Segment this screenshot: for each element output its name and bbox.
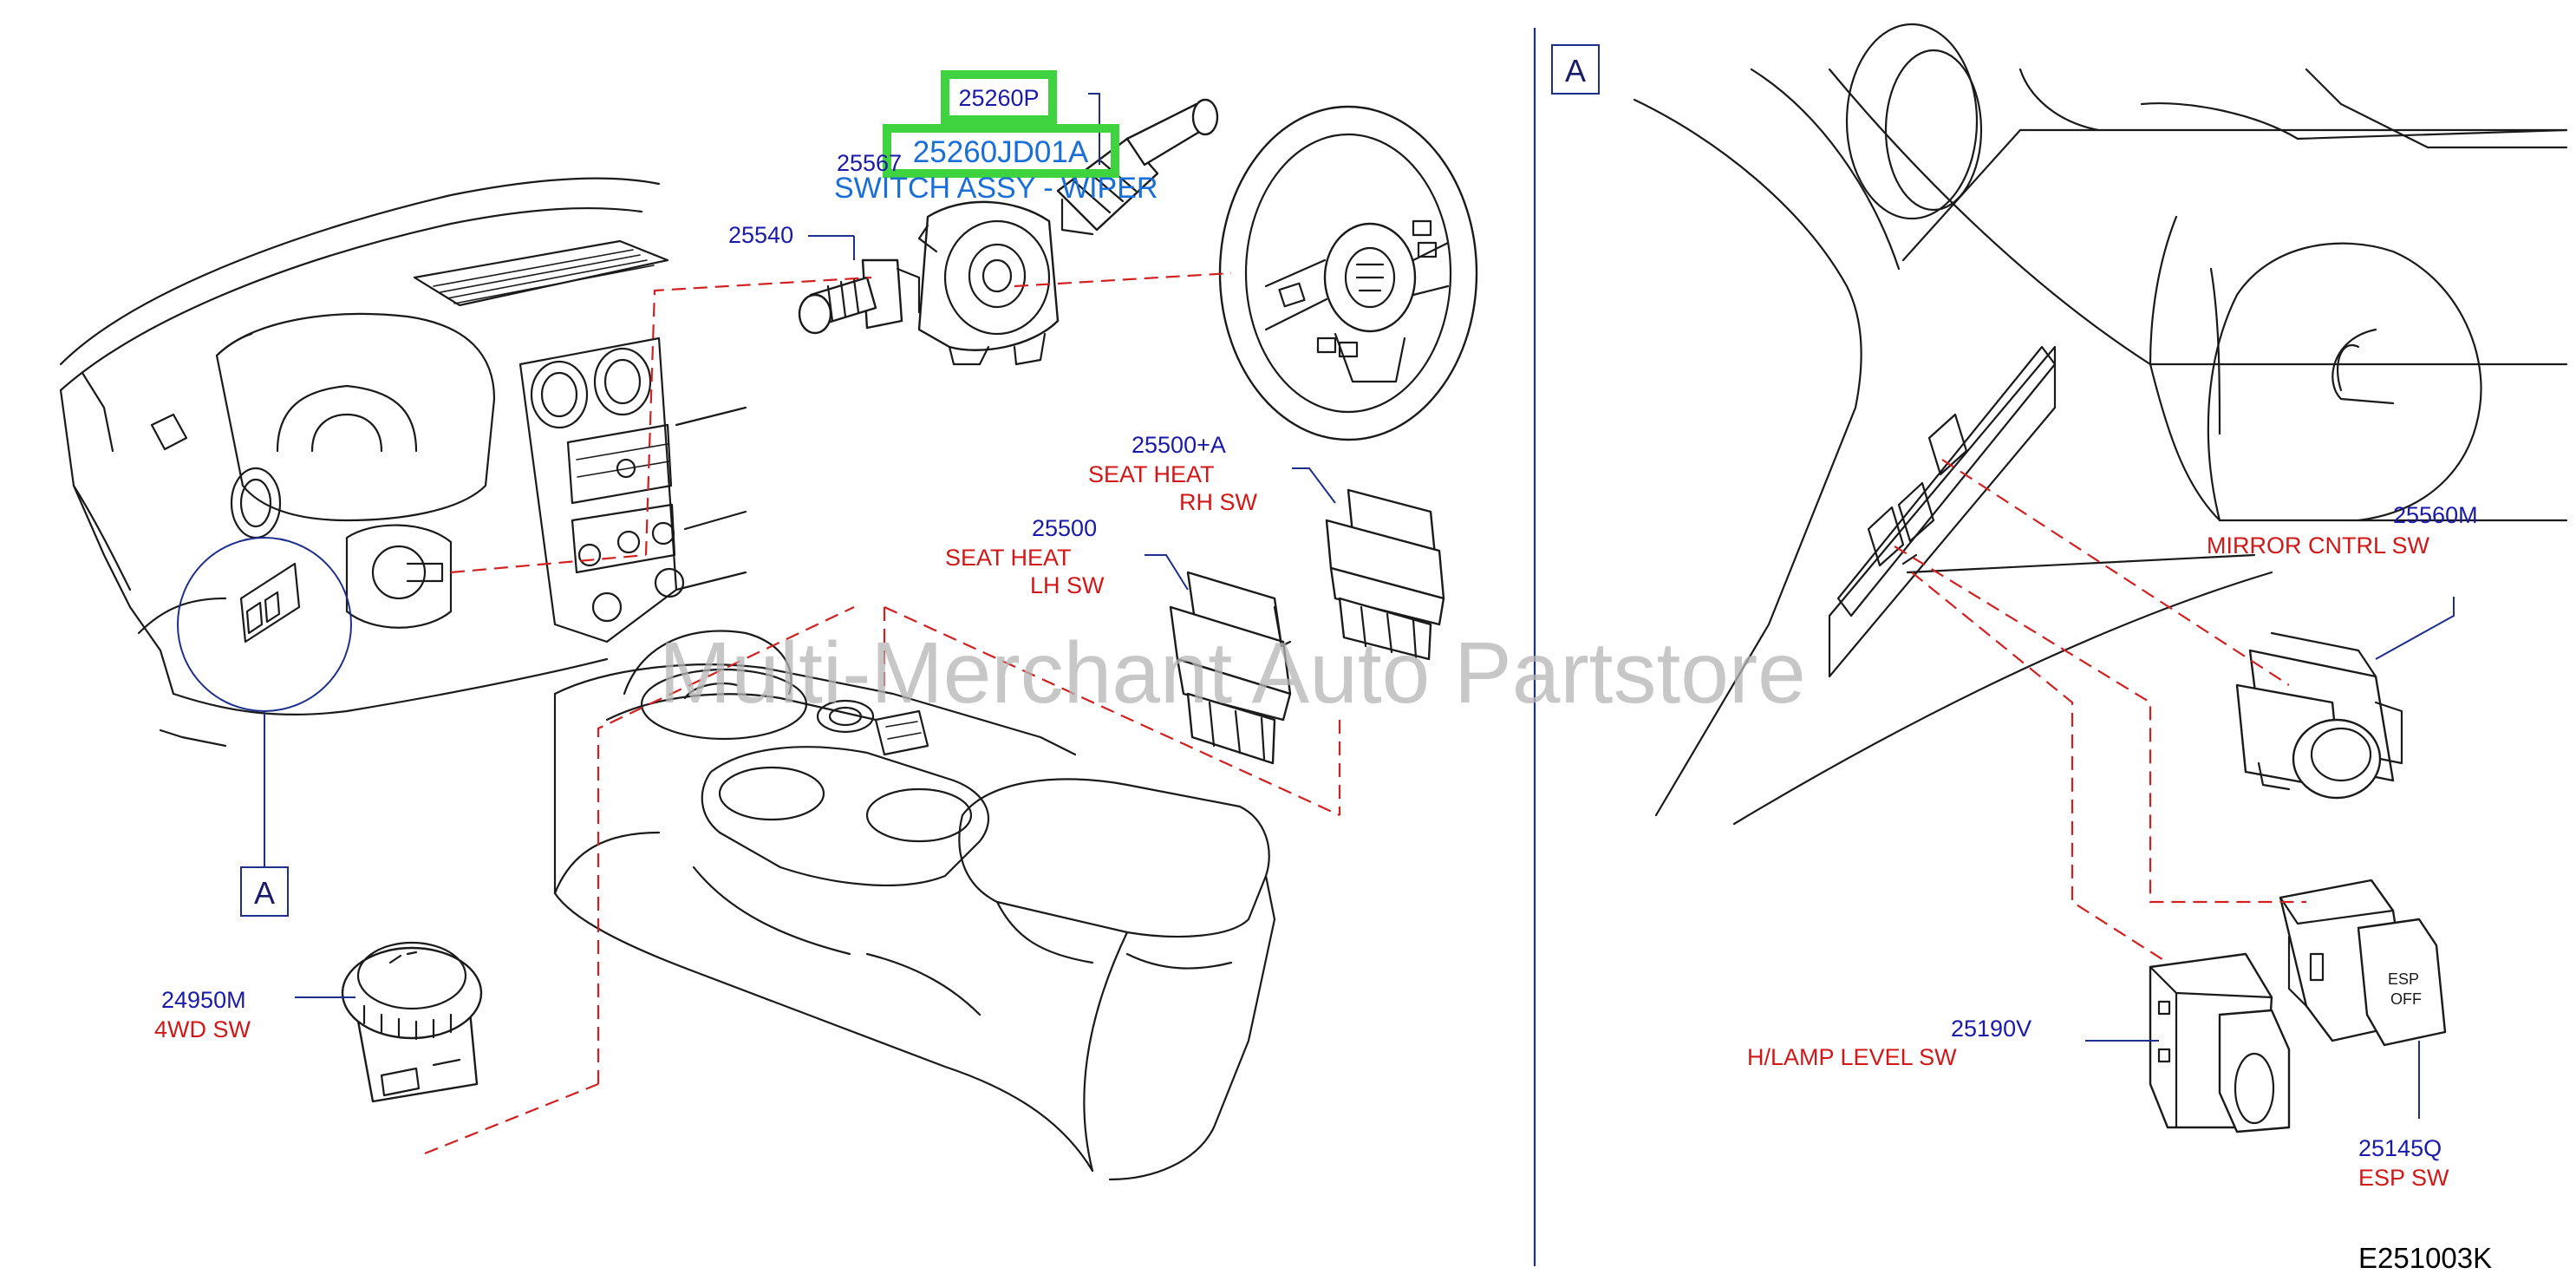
headlamp-level-switch <box>2149 952 2291 1133</box>
hlamp-level-sw-label: H/LAMP LEVEL SW <box>1747 1044 1957 1070</box>
switch-assy-wiper-label[interactable]: SWITCH ASSY - WIPER <box>834 172 1158 205</box>
spiral-cable-assy <box>917 200 1060 366</box>
diagram-code: E251003K <box>2358 1242 2492 1274</box>
4wd-sw-label: 4WD SW <box>154 1016 251 1042</box>
part-number-25260jd01a[interactable]: 25260JD01A <box>913 135 1089 169</box>
door-trim-illustration <box>1633 23 2568 826</box>
watermark: Multi-Merchant Auto Partstore <box>659 624 1806 722</box>
4wd-switch <box>341 941 483 1103</box>
esp-sw-label: ESP SW <box>2358 1165 2449 1191</box>
esp-button-label-top: ESP <box>2388 970 2419 988</box>
leader-25260p <box>1088 93 1100 165</box>
part-number-25567[interactable]: 25567 <box>837 150 902 176</box>
highlight-box-25260jd01a <box>883 124 1119 178</box>
lighting-switch-stalk <box>798 258 921 335</box>
part-number-25500a[interactable]: 25500+A <box>1131 432 1226 458</box>
part-number-25540[interactable]: 25540 <box>728 222 793 248</box>
left-dashed-leaders <box>424 271 1341 1155</box>
leader-25500 <box>1145 554 1189 591</box>
seat-heat-rh-label-line1: SEAT HEAT <box>1088 461 1215 487</box>
highlight-box-25260p <box>941 70 1057 124</box>
section-ref-box-right <box>1551 44 1600 95</box>
mirror-control-switch <box>2235 631 2403 800</box>
part-number-25500[interactable]: 25500 <box>1032 515 1097 541</box>
part-number-25260p[interactable]: 25260P <box>958 85 1039 111</box>
leader-25560m <box>2375 597 2455 660</box>
esp-off-switch: ESP OFF <box>2279 879 2447 1047</box>
esp-button-label-bottom: OFF <box>2390 990 2422 1008</box>
section-ref-box-left <box>240 866 289 917</box>
dashboard-illustration <box>59 177 747 748</box>
part-number-25145q[interactable]: 25145Q <box>2358 1135 2442 1161</box>
part-number-25190v[interactable]: 25190V <box>1951 1016 2031 1042</box>
seat-heat-switch-lh <box>1169 571 1292 765</box>
seat-heat-switch-rh <box>1325 488 1445 661</box>
wiper-switch-stalk <box>1056 98 1219 236</box>
detail-callout-circle <box>177 537 352 712</box>
part-number-25560m[interactable]: 25560M <box>2393 502 2478 528</box>
mirror-cntrl-sw-label: MIRROR CNTRL SW <box>2207 532 2430 559</box>
mirror-switch-panel-small <box>239 562 301 644</box>
seat-heat-lh-label-line1: SEAT HEAT <box>945 545 1072 571</box>
part-number-24950m[interactable]: 24950M <box>161 987 246 1013</box>
section-ref-letter-right: A <box>1565 53 1586 88</box>
center-console-illustration <box>553 630 1276 1181</box>
section-ref-letter-left: A <box>254 875 275 911</box>
seat-heat-rh-label-line2: RH SW <box>1179 489 1258 515</box>
steering-wheel <box>1218 105 1478 441</box>
leader-25500a <box>1292 467 1336 504</box>
seat-heat-lh-label-line2: LH SW <box>1030 572 1105 598</box>
right-dashed-leaders <box>1894 459 2306 964</box>
